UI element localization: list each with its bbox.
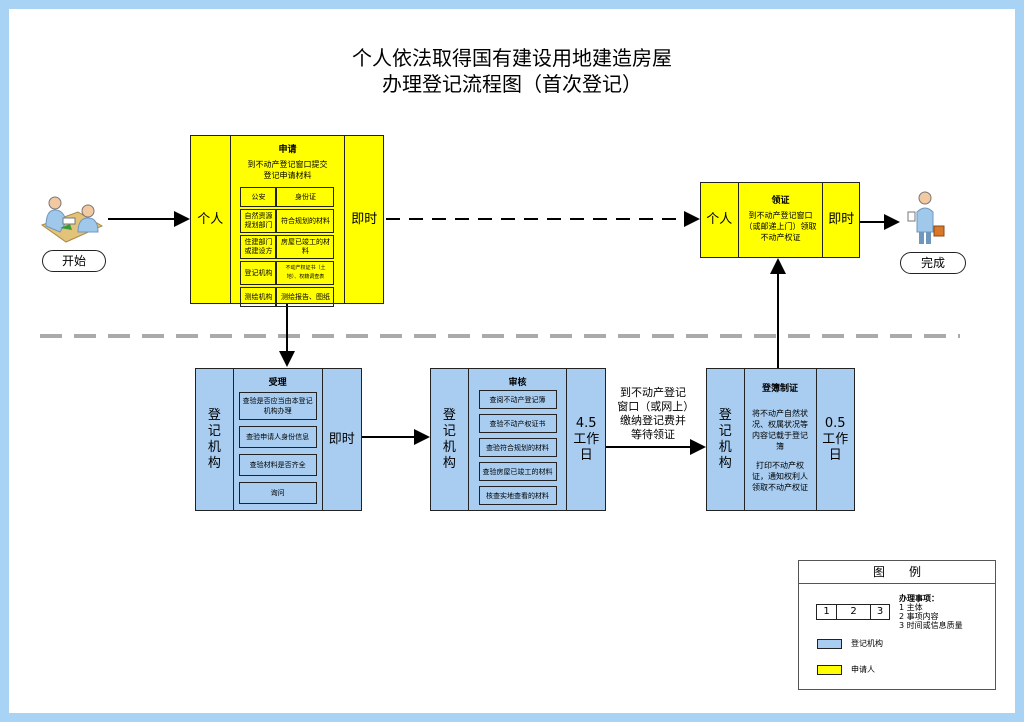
review-time: 4.5工作日: [573, 415, 600, 463]
legend: 图 例 1 2 3 办理事项： 1 主体 2 事项内容 3 时间或信息质量 登记…: [798, 560, 996, 690]
title-line1: 个人依法取得国有建设用地建造房屋: [352, 46, 672, 70]
legend-note: 3 时间或信息质量: [899, 621, 963, 630]
material-name: 房屋已竣工的材料: [276, 235, 335, 259]
legend-cell-2: 2: [837, 605, 871, 619]
material-provider: 自然资源规划部门: [240, 209, 277, 233]
accept-heading: 受理: [268, 378, 287, 388]
legend-notes: 办理事项： 1 主体 2 事项内容 3 时间或信息质量: [899, 594, 963, 630]
review-subject: 登记机构: [431, 369, 469, 510]
collect-heading: 领证: [771, 196, 790, 206]
apply-heading: 申请: [278, 145, 297, 155]
accept-time: 即时: [328, 431, 355, 447]
collect-desc: 到不动产登记窗口（或邮递上门）领取不动产权证: [744, 211, 817, 242]
legend-yellow-label: 申请人: [851, 665, 875, 674]
accept-item: 查验材料是否齐全: [238, 454, 317, 476]
apply-box: 个人 申请 到不动产登记窗口提交登记申请材料 公安身份证自然资源规划部门符合规划…: [190, 135, 384, 307]
legend-blue-swatch: [817, 639, 842, 649]
accept-item: 查验申请人身份信息: [238, 426, 317, 448]
legend-cell-3: 3: [876, 606, 884, 617]
legend-note: 2 事项内容: [899, 612, 939, 621]
review-item: 核查实地查看的材料: [478, 486, 557, 505]
start-terminal: 开始: [42, 250, 106, 272]
review-box: 登记机构 审核 查阅不动产登记簿查验不动产权证书查验符合规划的材料查验房屋已竣工…: [430, 368, 606, 511]
record-time: 0.5工作日: [822, 415, 849, 463]
material-row: 测绘机构测绘报告、图纸: [240, 287, 335, 307]
fee-note: 到不动产登记窗口（或网上）缴纳登记费并等待领证: [617, 386, 689, 441]
legend-notes-title: 办理事项：: [899, 594, 939, 603]
material-row: 公安身份证: [240, 187, 335, 207]
material-provider: 住建部门或建设方: [240, 235, 277, 259]
collect-time: 即时: [828, 212, 855, 227]
record-text2: 打印不动产权证，通知权利人领取不动产权证: [752, 461, 809, 492]
record-text1: 将不动产自然状况、权属状况等内容记载于登记簿: [752, 409, 809, 451]
material-name: 符合规划的材料: [276, 209, 335, 233]
review-item: 查验不动产权证书: [478, 414, 557, 433]
material-provider: 登记机构: [240, 261, 277, 285]
meeting-people-icon: [40, 196, 104, 243]
legend-blue-label: 登记机构: [851, 639, 883, 648]
record-box: 登记机构 登簿制证 将不动产自然状况、权属状况等内容记载于登记簿 打印不动产权证…: [706, 368, 855, 511]
review-item: 查阅不动产登记簿: [478, 390, 557, 409]
apply-subject: 个人: [191, 136, 231, 303]
end-terminal: 完成: [900, 252, 966, 274]
apply-desc: 到不动产登记窗口提交登记申请材料: [247, 160, 328, 180]
material-name: 测绘报告、图纸: [276, 287, 335, 307]
review-item: 查验房屋已竣工的材料: [478, 462, 557, 481]
legend-sample-box: 1 2 3: [816, 604, 890, 620]
material-provider: 公安: [240, 187, 277, 207]
legend-yellow-swatch: [817, 665, 842, 675]
legend-cell-1: 1: [817, 605, 837, 619]
material-row: 登记机构不动产权证书（土地）、权籍调查表: [240, 261, 335, 285]
title-line2: 办理登记流程图（首次登记）: [382, 72, 642, 96]
apply-materials-table: 公安身份证自然资源规划部门符合规划的材料住建部门或建设方房屋已竣工的材料登记机构…: [240, 185, 335, 309]
accept-item: 询问: [238, 482, 317, 504]
apply-time: 即时: [351, 211, 378, 227]
material-row: 住建部门或建设方房屋已竣工的材料: [240, 235, 335, 259]
material-row: 自然资源规划部门符合规划的材料: [240, 209, 335, 233]
material-provider: 测绘机构: [240, 287, 277, 307]
collect-box: 个人 领证 到不动产登记窗口（或邮递上门）领取不动产权证 即时: [700, 182, 860, 258]
review-heading: 审核: [508, 378, 527, 388]
accept-subject: 登记机构: [196, 369, 234, 510]
record-heading: 登簿制证: [762, 384, 799, 394]
material-name: 不动产权证书（土地）、权籍调查表: [276, 261, 335, 285]
material-name: 身份证: [276, 187, 335, 207]
collect-subject: 个人: [701, 183, 739, 257]
accept-item: 查验是否应当由本登记机构办理: [238, 392, 317, 420]
record-subject: 登记机构: [707, 369, 745, 510]
review-item: 查验符合规划的材料: [478, 438, 557, 457]
accept-box: 登记机构 受理 查验是否应当由本登记机构办理查验申请人身份信息查验材料是否齐全询…: [195, 368, 362, 511]
legend-title: 图 例: [799, 561, 995, 584]
person-with-briefcase-icon: [907, 191, 945, 244]
legend-note: 1 主体: [899, 603, 923, 612]
